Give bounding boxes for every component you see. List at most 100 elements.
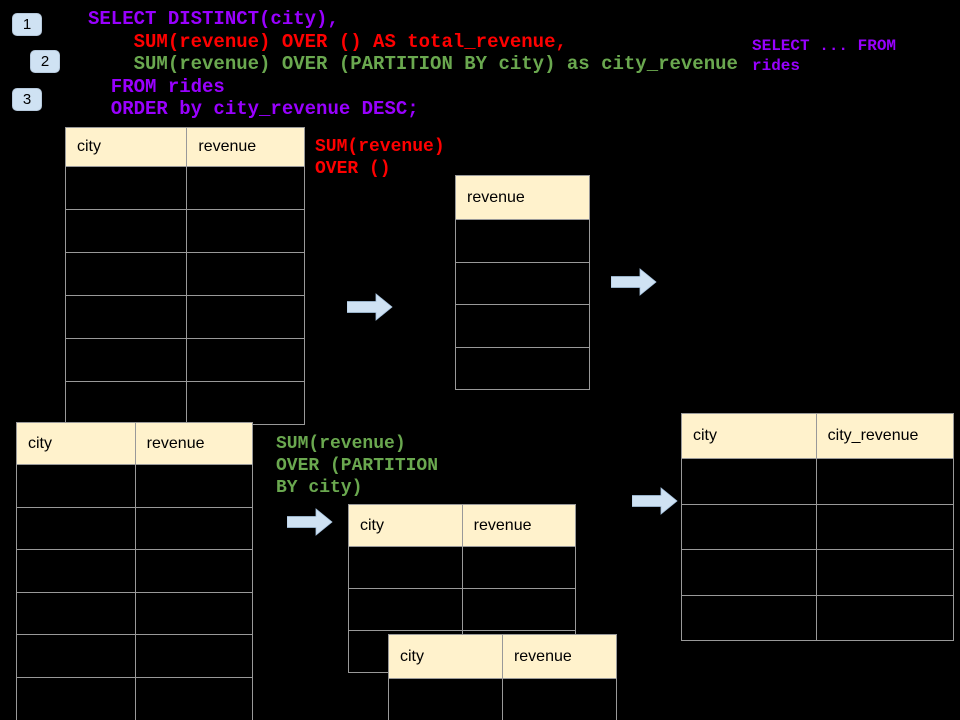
column-header: city <box>17 423 136 464</box>
table-cell-empty <box>456 305 589 347</box>
table-cell-empty <box>66 296 188 338</box>
code-line: SUM(revenue) OVER (PARTITION BY city) as… <box>88 53 738 75</box>
table-row <box>66 209 304 252</box>
table-row <box>66 252 304 295</box>
code-line: BY city) <box>276 478 363 498</box>
step-badge-1: 1 <box>12 13 42 36</box>
table-cell-empty <box>456 348 589 390</box>
table-header-row: city revenue <box>389 635 616 678</box>
table-cell-empty <box>17 635 136 677</box>
table-row <box>682 594 953 641</box>
column-header: city <box>66 128 188 166</box>
table-row <box>349 546 575 588</box>
table-cell-empty <box>66 253 188 295</box>
column-header: revenue <box>467 188 525 206</box>
table-cell-empty <box>187 253 304 295</box>
code-line: FROM rides <box>88 75 225 98</box>
table-cell-empty <box>187 382 304 424</box>
table-cell-empty <box>136 593 252 635</box>
table-total-revenue-result: revenue <box>455 175 590 390</box>
table-cell-empty <box>187 339 304 381</box>
column-header: city <box>389 635 503 678</box>
table-cell-empty <box>136 465 252 507</box>
table-cell-empty <box>17 550 136 592</box>
sql-query-code: SELECT DISTINCT(city), SUM(revenue) OVER… <box>88 8 738 121</box>
code-line: ORDER by city_revenue DESC; <box>88 98 419 120</box>
code-line: SELECT DISTINCT(city), <box>88 8 339 30</box>
table-partition-step: city revenue <box>348 504 576 673</box>
column-header: city_revenue <box>827 427 919 444</box>
table-cell-empty <box>389 679 503 720</box>
table-cell-empty <box>136 678 252 720</box>
table-row <box>66 381 304 424</box>
code-line: SUM(revenue) <box>276 434 406 454</box>
table-row <box>456 219 589 262</box>
column-header: city <box>349 505 463 546</box>
table-cell-empty <box>187 296 304 338</box>
column-header: revenue <box>473 516 532 534</box>
table-row <box>389 678 616 720</box>
table-cell-empty <box>187 210 304 252</box>
table-cell-empty <box>136 550 252 592</box>
column-header: revenue <box>198 138 257 155</box>
table-cell-empty <box>17 677 136 720</box>
table-row <box>349 588 575 630</box>
table-rides-source-top: city revenue <box>65 127 305 425</box>
code-line: SUM(revenue) OVER () AS total_revenue, <box>88 30 567 53</box>
table-cell-empty <box>503 679 616 720</box>
column-header: revenue <box>146 434 205 452</box>
code-line: SELECT ... FROM <box>752 37 897 55</box>
flow-arrow-right-icon <box>632 487 678 515</box>
flow-arrow-right-icon <box>287 508 333 536</box>
table-row <box>682 458 953 504</box>
table-row <box>66 338 304 381</box>
table-cell-empty <box>463 589 575 630</box>
table-cell-empty <box>682 504 817 549</box>
table-row <box>682 503 953 550</box>
table-cell-empty <box>456 220 589 262</box>
table-partition-step-overlay: city revenue <box>388 634 617 720</box>
table-row <box>17 549 252 592</box>
table-cell-empty <box>682 550 817 595</box>
table-row <box>17 464 252 507</box>
code-line: OVER (PARTITION <box>276 456 439 476</box>
code-line: SUM(revenue) <box>315 137 445 157</box>
table-cell-empty <box>66 382 188 424</box>
table-row <box>66 295 304 338</box>
table-cell-empty <box>66 167 188 209</box>
table-cell-empty <box>187 167 304 209</box>
table-cell-empty <box>66 339 188 381</box>
table-cell-empty <box>349 547 463 588</box>
table-header-row: city revenue <box>66 128 304 166</box>
table-cell-empty <box>17 507 136 550</box>
table-cell-empty <box>17 592 136 635</box>
column-header: revenue <box>513 647 572 665</box>
annotation-sum-over-empty: SUM(revenue)OVER () <box>315 136 445 180</box>
table-header-row: city revenue <box>349 505 575 546</box>
table-cell-empty <box>66 210 188 252</box>
table-row <box>17 676 252 720</box>
code-line: rides <box>752 56 801 75</box>
table-cell-empty <box>136 508 252 550</box>
table-row <box>456 261 589 305</box>
table-rides-source-bottom: city revenue <box>16 422 253 720</box>
table-cell-empty <box>817 505 953 550</box>
table-row <box>682 549 953 595</box>
table-cell-empty <box>463 547 575 588</box>
step-badge-2: 2 <box>30 50 60 73</box>
flow-arrow-right-icon <box>347 293 393 321</box>
table-row <box>66 166 304 209</box>
table-row <box>17 634 252 677</box>
step-badge-3: 3 <box>12 88 42 111</box>
table-row <box>17 506 252 550</box>
table-cell-empty <box>817 596 953 641</box>
table-cell-empty <box>136 635 252 677</box>
table-cell-empty <box>682 595 817 640</box>
table-cell-empty <box>817 459 953 504</box>
table-row <box>456 346 589 390</box>
table-cell-empty <box>456 263 589 305</box>
